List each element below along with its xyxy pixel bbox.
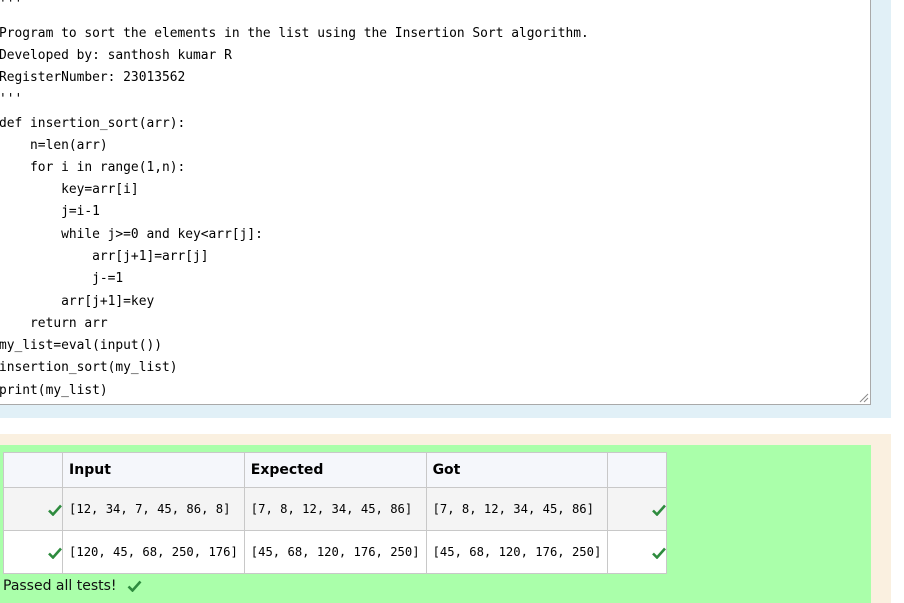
test-results-table: Input Expected Got [12, 34, 7, 45, 86, 8… (2, 452, 668, 574)
table-row: [120, 45, 68, 250, 176] [45, 68, 120, 17… (2, 530, 668, 574)
pass-summary-text: Passed all tests! (3, 578, 117, 594)
code-line: arr[j+1]=arr[j] (0, 249, 209, 264)
table-row: [12, 34, 7, 45, 86, 8] [7, 8, 12, 34, 45… (2, 487, 668, 531)
code-line: while j>=0 and key<arr[j]: (0, 227, 263, 242)
code-line: return arr (0, 316, 108, 331)
code-line: key=arr[i] (0, 182, 139, 197)
checkmark-icon (48, 547, 63, 559)
header-input: Input (62, 452, 245, 488)
code-line: Developed by: santhosh kumar R (0, 48, 232, 63)
result-cell (607, 487, 668, 531)
got-cell: [7, 8, 12, 34, 45, 86] (425, 487, 609, 531)
header-result-cell (607, 452, 668, 488)
header-expected: Expected (243, 452, 427, 488)
resize-grip-icon[interactable] (859, 393, 869, 403)
expected-cell: [45, 68, 120, 176, 250] (243, 530, 427, 574)
code-line: ''' (0, 92, 23, 107)
input-cell: [12, 34, 7, 45, 86, 8] (62, 487, 245, 531)
code-line: j-=1 (0, 271, 124, 286)
status-cell (2, 530, 64, 574)
code-line: my_list=eval(input()) (0, 338, 162, 353)
header-status-cell (2, 452, 64, 488)
code-line: ''' (0, 0, 23, 12)
checkmark-icon (652, 547, 667, 559)
code-line: arr[j+1]=key (0, 294, 155, 309)
expected-cell: [7, 8, 12, 34, 45, 86] (243, 487, 427, 531)
checkmark-icon (652, 504, 667, 516)
input-cell: [120, 45, 68, 250, 176] (62, 530, 245, 574)
checkmark-icon (127, 580, 142, 592)
code-line: j=i-1 (0, 204, 100, 219)
code-line: insertion_sort(my_list) (0, 360, 178, 375)
code-editor-panel: ''' Program to sort the elements in the … (0, 0, 891, 418)
code-line: print(my_list) (0, 383, 108, 398)
code-line: def insertion_sort(arr): (0, 116, 186, 131)
got-cell: [45, 68, 120, 176, 250] (425, 530, 609, 574)
table-header-row: Input Expected Got (2, 452, 668, 488)
header-got: Got (425, 452, 609, 488)
code-textarea[interactable]: ''' Program to sort the elements in the … (0, 0, 871, 405)
code-line: Program to sort the elements in the list… (0, 26, 589, 41)
pass-summary: Passed all tests! (3, 578, 142, 594)
code-line: n=len(arr) (0, 138, 108, 153)
result-cell (607, 530, 668, 574)
status-cell (2, 487, 64, 531)
checkmark-icon (48, 504, 63, 516)
code-line: RegisterNumber: 23013562 (0, 70, 186, 85)
code-line: for i in range(1,n): (0, 160, 186, 175)
